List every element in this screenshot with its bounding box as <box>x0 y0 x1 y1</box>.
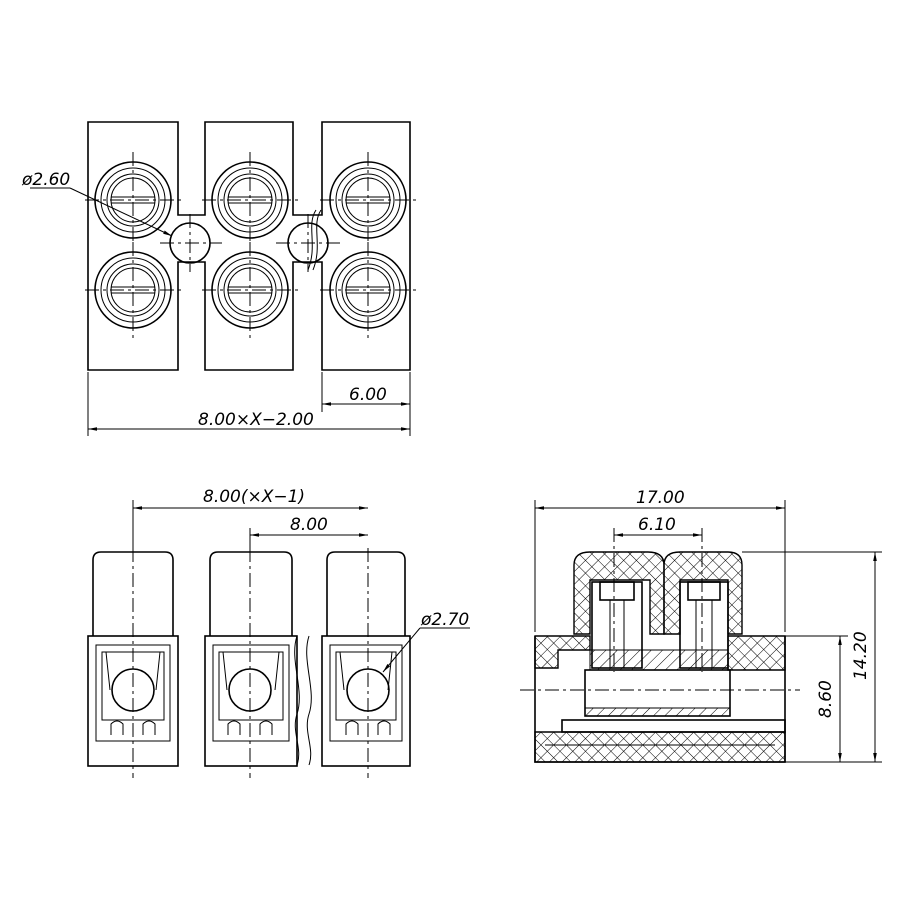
front-dim-pitch-label: 8.00 <box>290 515 328 535</box>
side-dim-screw-spacing-label: 6.10 <box>638 515 676 535</box>
side-view: 17.00 6.10 14.20 8.60 <box>520 488 882 763</box>
side-left-flange <box>534 635 591 669</box>
side-right-flange <box>727 635 786 671</box>
side-bottom-plate <box>534 731 786 763</box>
front-terminal <box>321 548 411 778</box>
top-view-mounting-holes <box>160 214 340 272</box>
side-dim-screw-spacing: 6.10 <box>614 515 702 537</box>
front-dim-pitch: 8.00 <box>249 515 368 552</box>
top-dim-overall-width: 8.00×X−2.00 <box>87 372 411 436</box>
side-dim-total-height-label: 14.20 <box>851 631 871 680</box>
front-view: 8.00(×X−1) 8.00 ø2.70 <box>87 487 470 778</box>
front-dim-pitch-total-label: 8.00(×X−1) <box>203 487 305 507</box>
top-view: ø2.60 6.00 8.00×X−2.00 <box>21 121 416 436</box>
side-dim-base-height-label: 8.60 <box>816 680 836 718</box>
screw-head-icon <box>320 152 416 248</box>
side-right-tower <box>663 551 743 635</box>
front-terminal <box>87 548 179 778</box>
screw-head-icon <box>202 152 298 248</box>
top-dim-pitch-width: 6.00 <box>321 372 411 412</box>
top-view-body <box>87 121 411 371</box>
side-dim-total-length: 17.00 <box>534 488 786 632</box>
side-dim-base-height: 8.60 <box>785 635 848 762</box>
side-dim-total-length-label: 17.00 <box>636 488 685 508</box>
front-terminal <box>204 548 298 778</box>
top-dim-overall-width-label: 8.00×X−2.00 <box>198 410 314 430</box>
top-view-screws <box>85 152 416 338</box>
side-dim-total-height: 14.20 <box>742 551 882 763</box>
front-dim-hole-diameter-label: ø2.70 <box>420 610 469 630</box>
screw-head-icon <box>85 242 181 338</box>
front-dim-hole-diameter: ø2.70 <box>382 610 470 673</box>
side-inner-bar <box>589 649 729 671</box>
front-dim-pitch-total: 8.00(×X−1) <box>132 487 368 552</box>
top-dim-hole-diameter-label: ø2.60 <box>21 170 70 190</box>
top-dim-hole-diameter: ø2.60 <box>21 170 173 237</box>
screw-head-icon <box>320 242 416 338</box>
screw-head-icon <box>202 242 298 338</box>
top-dim-pitch-width-label: 6.00 <box>349 385 387 405</box>
front-view-terminals <box>87 548 411 778</box>
side-left-tower <box>573 551 665 635</box>
